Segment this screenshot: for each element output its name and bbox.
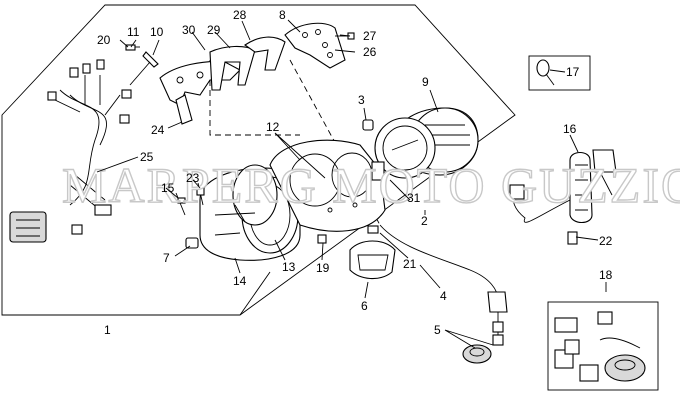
callout-2: 2 [421, 214, 428, 228]
callout-7: 7 [163, 251, 170, 265]
gauge [371, 107, 479, 181]
callout-4: 4 [440, 289, 447, 303]
callout-11: 11 [127, 25, 140, 39]
watermark: MARPERG MOTO GUZZIO [62, 157, 680, 213]
inset-17 [528, 55, 591, 91]
cover-plate [349, 240, 396, 280]
switch-unit [509, 149, 617, 245]
callout-20: 20 [97, 33, 111, 47]
callout-8: 8 [279, 8, 286, 22]
top-bracket [284, 22, 355, 69]
callout-24: 24 [151, 123, 165, 137]
instrument-panel [269, 139, 386, 232]
callout-23: 23 [186, 171, 200, 185]
callout-3: 3 [358, 93, 365, 107]
inset-18 [547, 301, 659, 391]
callout-22: 22 [599, 234, 613, 248]
callout-15: 15 [161, 181, 175, 195]
callout-5: 5 [434, 323, 441, 337]
callout-14: 14 [233, 274, 247, 288]
callout-28: 28 [233, 8, 247, 22]
callout-25: 25 [140, 150, 154, 164]
wiring-harness [9, 59, 132, 243]
callout-21: 21 [403, 257, 417, 271]
callout-19: 19 [316, 261, 330, 275]
callout-27: 27 [363, 29, 377, 43]
callout-13: 13 [282, 260, 296, 274]
mounting-brackets [159, 36, 286, 125]
callout-30: 30 [182, 23, 196, 37]
instrument-housing [199, 164, 301, 261]
speedo-cable [379, 224, 508, 346]
callout-18: 18 [599, 268, 613, 282]
callout-29: 29 [207, 23, 221, 37]
callout-6: 6 [361, 299, 368, 313]
callout-31: 31 [407, 191, 421, 205]
callout-labels: 1 2 3 4 5 6 7 8 9 10 11 12 13 14 15 16 1… [97, 8, 613, 337]
grommet [462, 344, 492, 364]
callout-26: 26 [363, 45, 377, 59]
callout-16: 16 [563, 122, 577, 136]
small-fasteners [175, 119, 379, 249]
screws-top-left [125, 44, 159, 86]
callout-1: 1 [104, 323, 111, 337]
callout-17: 17 [566, 65, 580, 79]
callout-10: 10 [150, 25, 164, 39]
callout-12: 12 [266, 120, 280, 134]
callout-9: 9 [422, 75, 429, 89]
leader-lines [96, 19, 607, 349]
